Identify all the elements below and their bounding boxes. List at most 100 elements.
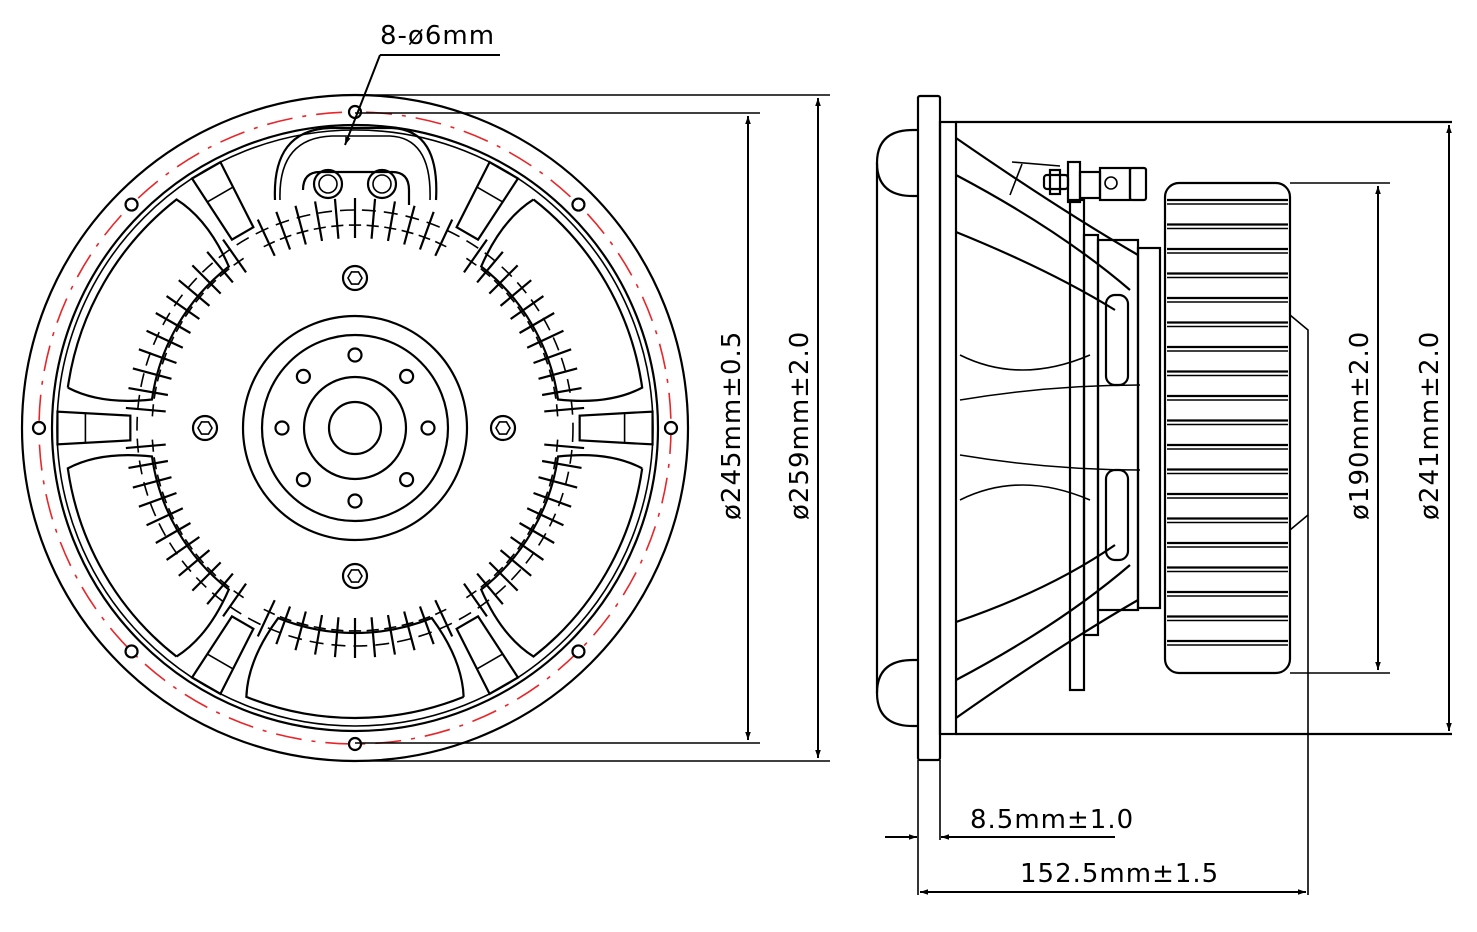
- mounting-hole-icon: [663, 420, 679, 436]
- cooling-fin: [533, 348, 572, 365]
- spoke: [455, 614, 520, 696]
- side-terminal: [1009, 160, 1148, 204]
- baffle-diameter-label: ø245mm±0.5: [717, 331, 747, 520]
- cooling-fin: [132, 367, 172, 380]
- cooling-fin: [418, 606, 435, 645]
- cooling-fin: [138, 491, 177, 508]
- cooling-fin: [222, 583, 247, 618]
- spoke: [190, 160, 255, 242]
- cooling-fin: [206, 572, 234, 605]
- plate-bolt-icon: [274, 420, 290, 436]
- cooling-fin: [294, 205, 307, 245]
- cooling-fin: [256, 219, 276, 257]
- cooling-fin: [434, 599, 454, 637]
- cooling-fin: [488, 264, 519, 295]
- cooling-fin: [370, 198, 377, 239]
- terminal-post-right-icon: [366, 168, 398, 200]
- mounting-hole-icon: [347, 736, 363, 752]
- cooling-fin: [178, 279, 211, 307]
- hex-nut-icon: [489, 414, 517, 442]
- terminal-block: [273, 126, 438, 205]
- cooling-fin: [165, 295, 200, 320]
- mounting-flange: [916, 94, 942, 762]
- basket-window: [479, 454, 644, 658]
- frame-diameter-label: ø241mm±2.0: [1415, 331, 1445, 520]
- cooling-fin: [499, 549, 532, 577]
- basket-window: [479, 198, 644, 402]
- cooling-fin: [463, 238, 488, 273]
- spoke: [578, 410, 654, 446]
- plate-bolt-icon: [420, 420, 436, 436]
- fin-base-ring: [136, 209, 574, 647]
- cooling-fin: [206, 251, 234, 284]
- cooling-fins: [125, 198, 585, 658]
- cooling-fin: [418, 211, 435, 250]
- cooling-fin: [146, 329, 184, 349]
- cooling-fin: [165, 536, 200, 561]
- cooling-fin: [125, 406, 166, 413]
- vent-hole: [327, 400, 383, 456]
- basket-wall: [938, 120, 958, 736]
- hex-nuts: [191, 264, 517, 590]
- side-dimensions: ø190mm±2.0 ø241mm±2.0 8.5mm±1.0 152.5mm±…: [885, 125, 1452, 895]
- cooling-fin: [256, 599, 276, 637]
- spoke: [56, 410, 132, 446]
- mounting-hole-icon: [31, 420, 47, 436]
- cooling-fin: [125, 443, 166, 450]
- cooling-fin: [155, 312, 192, 334]
- cooling-fin: [541, 459, 582, 470]
- heatsink-fins: [1167, 198, 1288, 646]
- cooling-fin: [544, 406, 585, 413]
- cooling-fin: [538, 476, 578, 489]
- cooling-fin: [526, 329, 564, 349]
- cooling-fin: [222, 238, 247, 273]
- cooling-fin: [518, 312, 555, 334]
- cooling-fin: [191, 561, 222, 592]
- cooling-fin: [178, 549, 211, 577]
- mounting-hole-icon: [571, 197, 586, 212]
- cooling-fin: [138, 348, 177, 365]
- plate-bolt-icon: [347, 347, 363, 363]
- cooling-fin: [333, 617, 340, 658]
- spoke: [190, 614, 255, 696]
- mounting-hole-icon: [124, 644, 139, 659]
- flange-thickness-label: 8.5mm±1.0: [970, 805, 1134, 835]
- cooling-fin: [313, 201, 324, 242]
- cooling-fin: [463, 583, 488, 618]
- cooling-fin: [403, 205, 416, 245]
- cooling-fin: [526, 507, 564, 527]
- surround-bottom: [875, 658, 918, 728]
- mounting-hole-icon: [571, 644, 586, 659]
- slot-lower: [1104, 468, 1130, 562]
- spoke: [455, 160, 520, 242]
- cooling-fin: [538, 367, 578, 380]
- cooling-fin: [544, 443, 585, 450]
- cooling-fin: [128, 459, 169, 470]
- surround-top: [875, 128, 918, 198]
- cooling-fin: [510, 295, 545, 320]
- basket-spokes: [56, 160, 654, 696]
- mounting-hole-icon: [124, 197, 139, 212]
- cooling-fin: [275, 606, 292, 645]
- front-view: [20, 93, 690, 763]
- plate-bolt-icon: [399, 472, 415, 488]
- magnet-heatsink: [1163, 181, 1292, 675]
- plate-bolt-icon: [295, 368, 311, 384]
- cooling-fin: [518, 522, 555, 544]
- cooling-fin: [510, 536, 545, 561]
- cooling-fin: [275, 211, 292, 250]
- slot-upper: [1104, 293, 1130, 387]
- cooling-fin: [476, 572, 504, 605]
- cooling-fin: [294, 611, 307, 651]
- cooling-fin: [541, 386, 582, 397]
- side-view: [875, 94, 1452, 762]
- cooling-fin: [370, 617, 377, 658]
- basket-window: [66, 454, 231, 658]
- pole-ring: [302, 375, 408, 481]
- cooling-fin: [313, 614, 324, 655]
- cooling-fin: [333, 198, 340, 239]
- cooling-fin: [191, 264, 222, 295]
- cooling-fin: [132, 476, 172, 489]
- hex-nut-icon: [191, 414, 219, 442]
